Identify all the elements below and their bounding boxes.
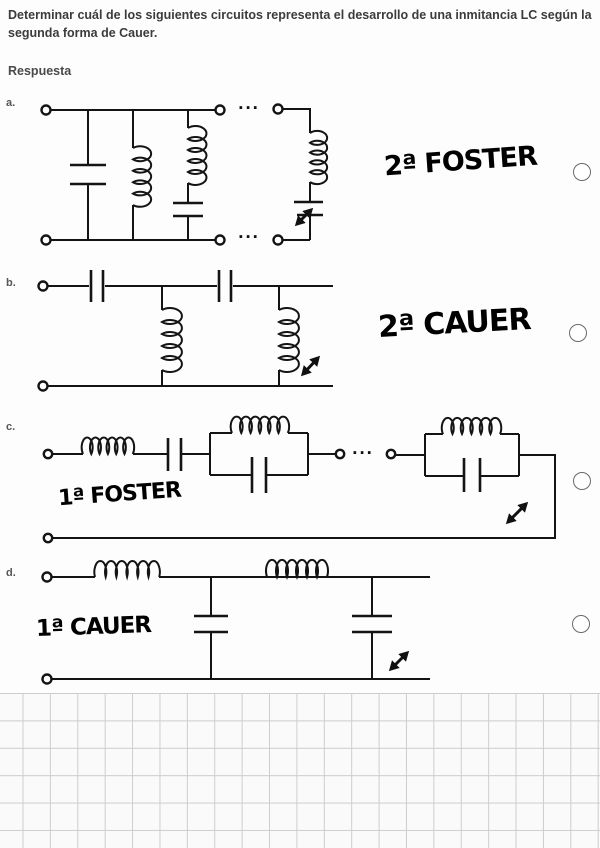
terminal (214, 234, 226, 246)
circuit-diagrams (37, 103, 556, 685)
ellipsis-c: ... (352, 440, 374, 458)
terminal (40, 234, 52, 246)
graph-paper (0, 693, 600, 848)
capacitor (352, 577, 392, 679)
option-c-label: c. (6, 421, 16, 433)
respuesta-label: Respuesta (8, 64, 72, 78)
terminal (40, 104, 52, 116)
ellipsis-a-top: ... (238, 95, 260, 113)
terminal (334, 448, 346, 460)
question-line-2: segunda forma de Cauer. (8, 26, 158, 40)
radio-option-b[interactable] (569, 324, 587, 342)
option-a-label: a. (6, 97, 16, 109)
circuit-a (40, 103, 329, 246)
capacitor (166, 438, 183, 471)
radio-option-a[interactable] (573, 163, 591, 181)
capacitor (217, 270, 233, 302)
capacitor (70, 110, 106, 240)
inductor (265, 558, 329, 580)
terminal (272, 234, 284, 246)
inductor (93, 560, 161, 581)
terminal (272, 103, 284, 115)
radio-option-d[interactable] (572, 615, 590, 633)
capacitor (89, 270, 105, 302)
terminal (37, 380, 49, 392)
circuit-d (41, 558, 430, 685)
inductor (80, 436, 136, 457)
capacitor (194, 577, 228, 679)
circuit-c (42, 415, 556, 544)
circuit-b (37, 270, 333, 392)
terminal (37, 280, 49, 292)
terminal (42, 448, 54, 460)
ellipsis-a-bottom: ... (238, 224, 260, 242)
terminal (41, 571, 53, 583)
terminal (42, 532, 54, 544)
parallel-lc-tank (424, 416, 520, 492)
resize-arrow-icon (388, 650, 410, 672)
inductor (160, 286, 183, 386)
inductor (131, 110, 153, 240)
resize-arrow-icon (505, 501, 529, 525)
option-b-label: b. (6, 277, 16, 289)
resize-arrow-icon (294, 207, 314, 227)
option-d-label: d. (6, 567, 16, 579)
parallel-lc-tank (209, 415, 309, 493)
terminal (385, 448, 397, 460)
question-line-1: Determinar cuál de los siguientes circui… (8, 8, 592, 22)
terminal (41, 673, 53, 685)
trailing-lc-section (272, 103, 329, 246)
question-text: Determinar cuál de los siguientes circui… (8, 6, 592, 42)
terminal (214, 104, 226, 116)
annotation-1a-cauer: 1ª CAUER (35, 612, 152, 642)
inductor (277, 286, 300, 386)
resize-arrow-icon (300, 355, 321, 377)
radio-option-c[interactable] (573, 472, 591, 490)
inductor-capacitor-branch (173, 110, 208, 240)
